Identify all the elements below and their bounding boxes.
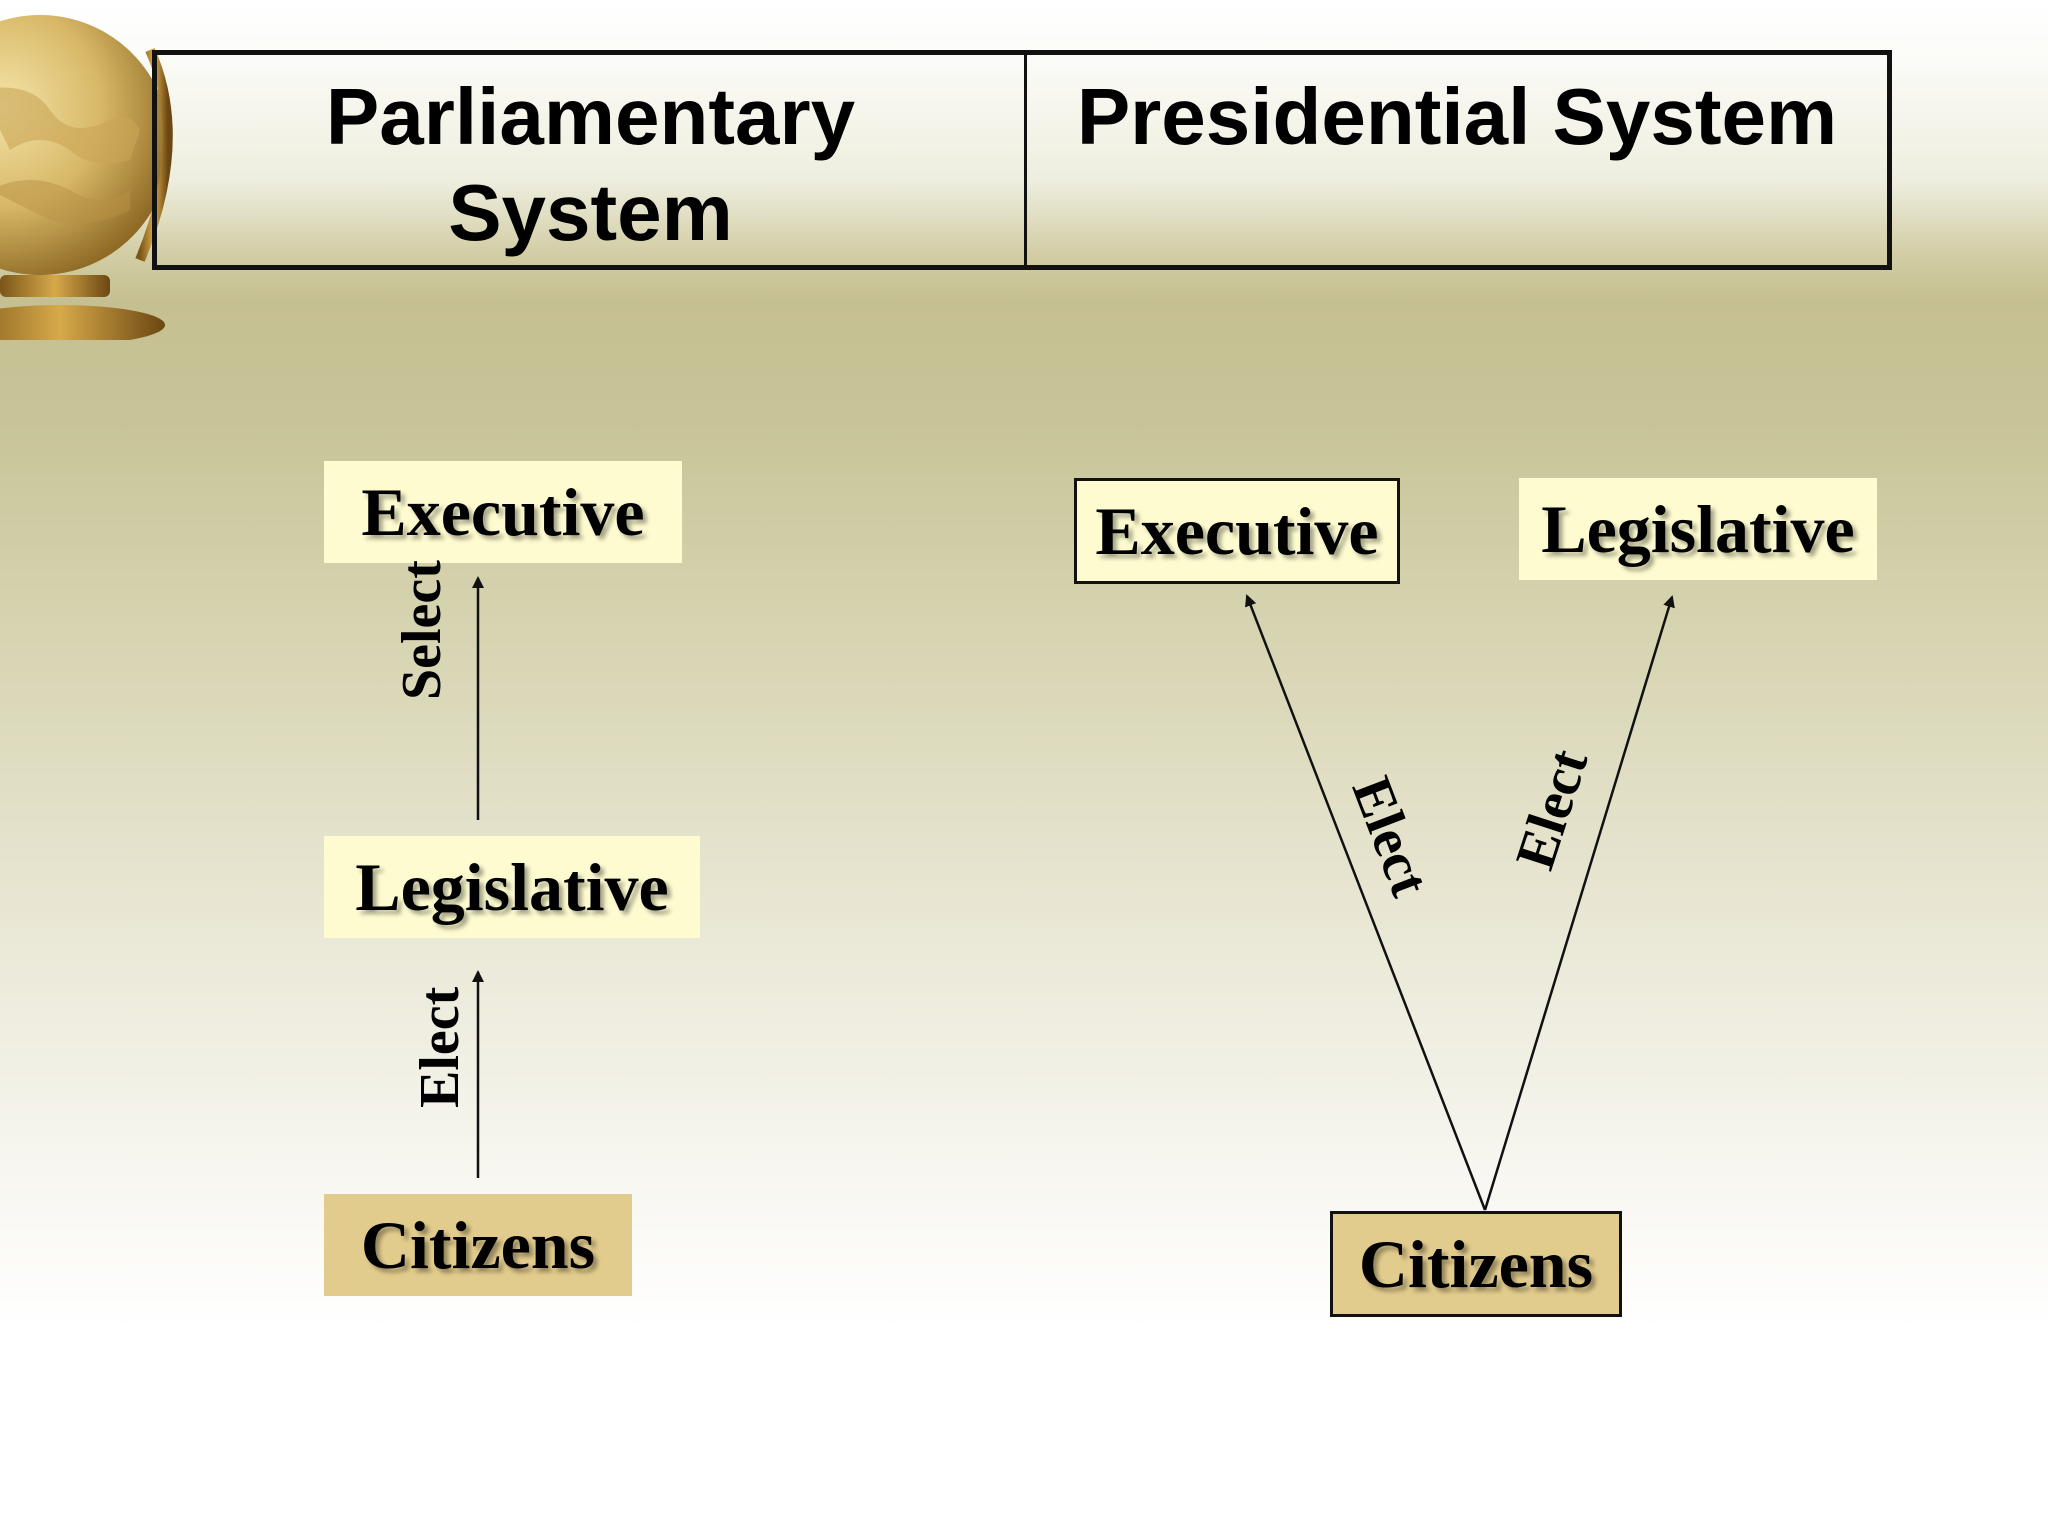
presidential-arrow-citizens-to-legislative: [1483, 595, 1675, 1211]
parliamentary-legislative-box: Legislative: [324, 836, 700, 938]
presidential-executive-box: Executive: [1074, 478, 1400, 584]
parliamentary-system-heading: Parliamentary System: [157, 55, 1027, 265]
presidential-legislative-box: Legislative: [1519, 478, 1877, 580]
parliamentary-heading-line1: Parliamentary: [325, 72, 856, 161]
select-label: Select: [391, 560, 453, 700]
presidential-citizens-box: Citizens: [1330, 1211, 1622, 1317]
parliamentary-heading-line2: System: [448, 168, 733, 257]
presidential-arrow-citizens-to-executive: [1245, 594, 1487, 1211]
parliamentary-elect-label: Elect: [409, 986, 471, 1108]
comparison-header-table: Parliamentary System Presidential System: [152, 50, 1892, 270]
globe-icon: [0, 15, 173, 340]
presidential-system-heading: Presidential System: [1076, 72, 1838, 161]
parliamentary-citizens-box: Citizens: [324, 1194, 632, 1296]
parliamentary-executive-box: Executive: [324, 461, 682, 563]
